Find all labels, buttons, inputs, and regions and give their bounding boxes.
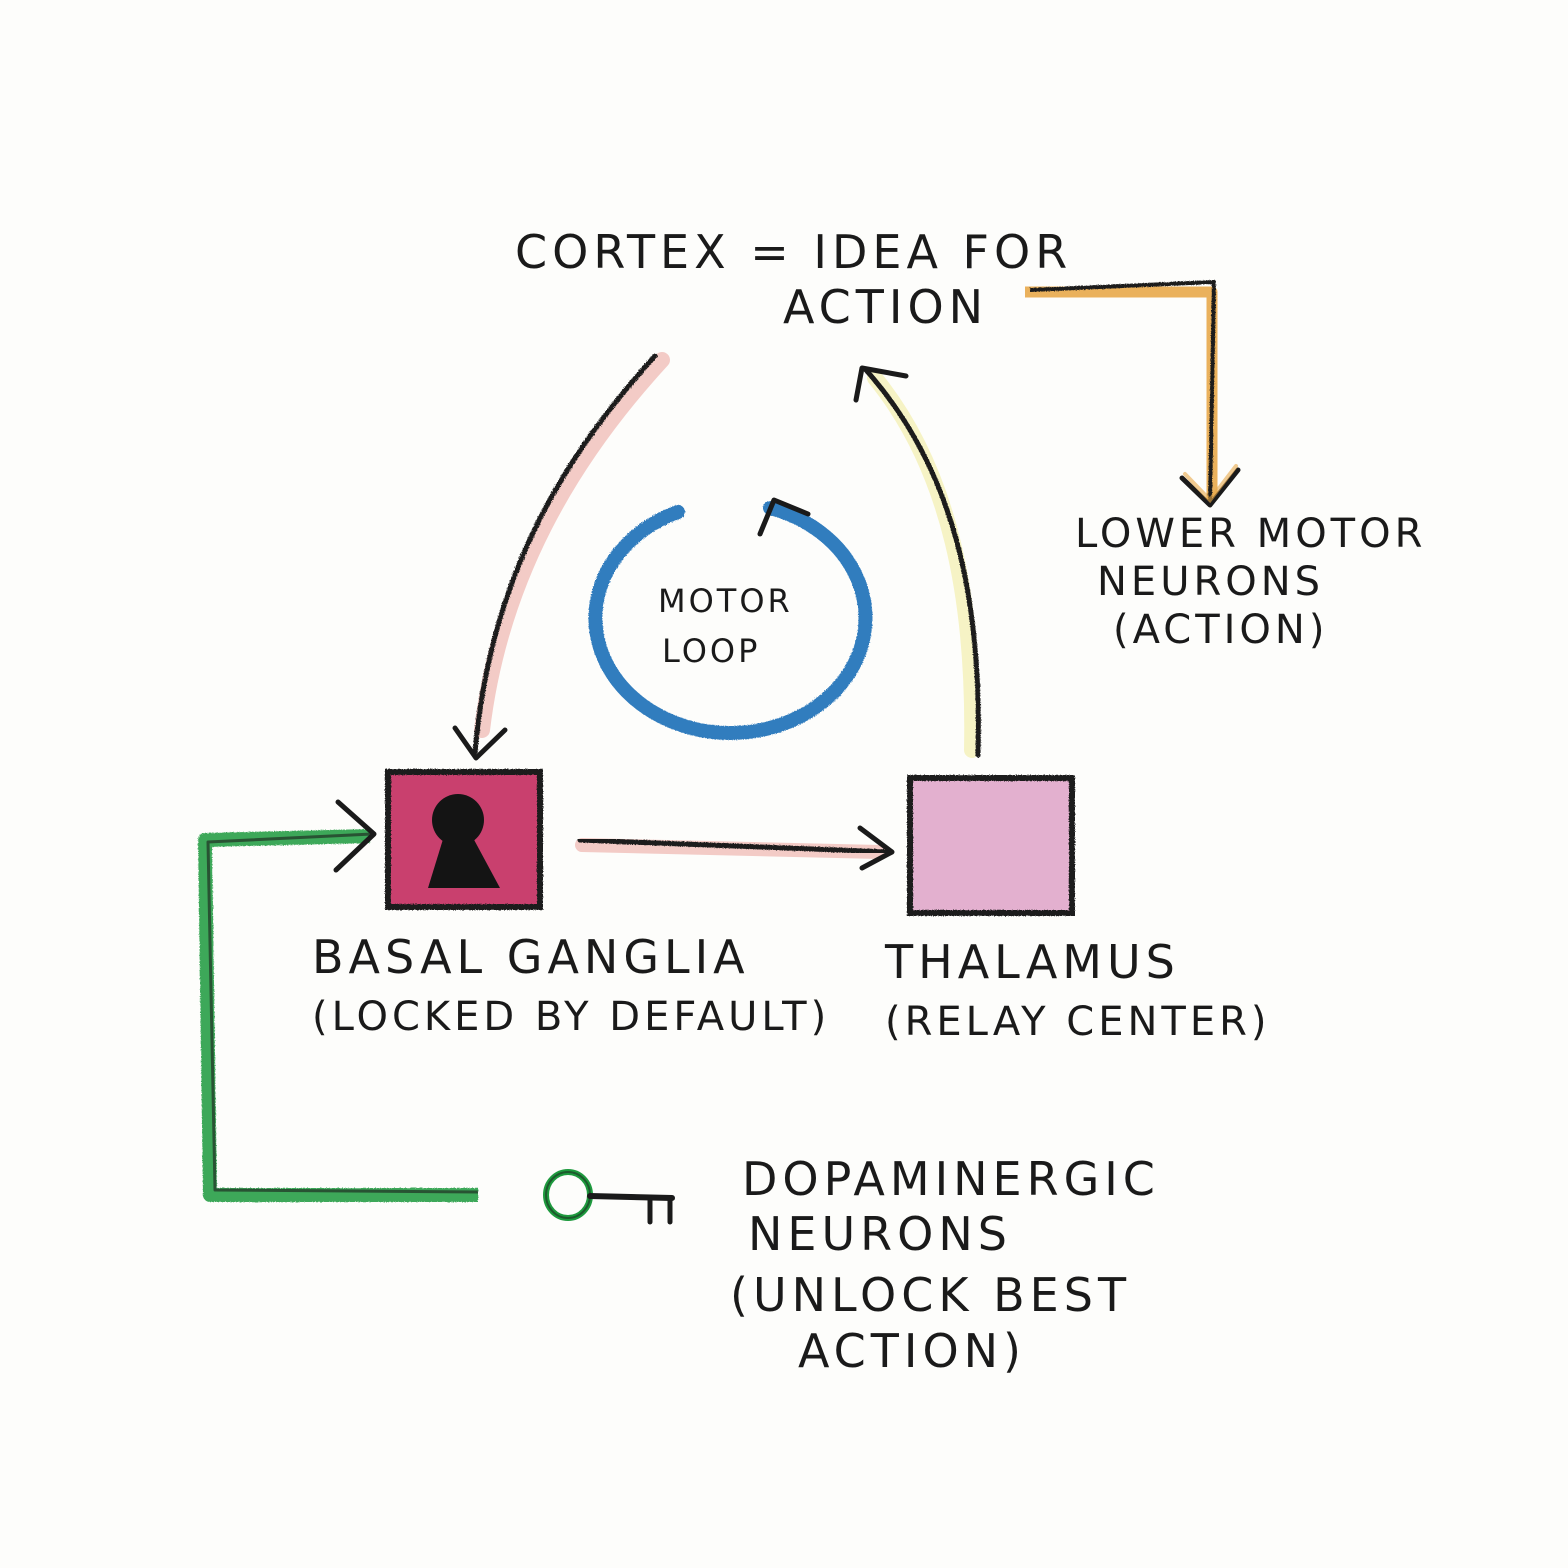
- lower-motor-neurons-label: LOWER MOTOR NEURONS (ACTION): [1075, 510, 1426, 654]
- circular-arrow-icon: [588, 497, 873, 740]
- lower-motor-label-line1: LOWER MOTOR: [1075, 511, 1427, 557]
- arrow-cortex-to-basal-ganglia: [452, 352, 670, 761]
- motor-loop-label: MOTOR LOOP: [658, 582, 793, 671]
- cortex-label-line2: ACTION: [783, 280, 989, 335]
- basal-ganglia-label: BASAL GANGLIA (LOCKED BY DEFAULT): [312, 930, 830, 1041]
- dopaminergic-label-line2: NEURONS: [748, 1207, 1012, 1262]
- thalamus-label-line1: THALAMUS: [885, 935, 1180, 989]
- cortex-label-line1: CORTEX = IDEA FOR: [515, 225, 1073, 279]
- lower-motor-label-line3: (ACTION): [1113, 607, 1329, 653]
- motor-loop-label-line1: MOTOR: [658, 582, 793, 620]
- motor-loop-label-line2: LOOP: [662, 632, 761, 671]
- basal-ganglia-label-line2: (LOCKED BY DEFAULT): [312, 994, 831, 1041]
- thalamus-box: [907, 775, 1075, 916]
- dopaminergic-label-line1: DOPAMINERGIC: [742, 1152, 1160, 1206]
- thalamus-label-line2: (RELAY CENTER): [885, 999, 1271, 1046]
- basal-ganglia-box: [385, 769, 543, 910]
- arrow-dopamine-to-basal-ganglia: [198, 799, 479, 1202]
- dopaminergic-neurons-label: DOPAMINERGIC NEURONS (UNLOCK BEST ACTION…: [730, 1152, 1160, 1379]
- arrow-basal-ganglia-to-thalamus: [575, 825, 895, 871]
- lower-motor-label-line2: NEURONS: [1097, 559, 1325, 605]
- dopaminergic-label-line3: (UNLOCK BEST: [730, 1268, 1132, 1323]
- dopaminergic-label-line4: ACTION): [798, 1323, 1027, 1378]
- basal-ganglia-label-line1: BASAL GANGLIA: [312, 930, 750, 984]
- arrow-cortex-to-lower-motor-neurons: [1025, 280, 1241, 508]
- cortex-label: CORTEX = IDEA FOR ACTION: [515, 225, 1072, 335]
- key-icon: [543, 1169, 675, 1225]
- keyhole-icon: [428, 794, 500, 888]
- arrow-thalamus-to-cortex: [853, 365, 981, 758]
- thalamus-label: THALAMUS (RELAY CENTER): [885, 935, 1271, 1046]
